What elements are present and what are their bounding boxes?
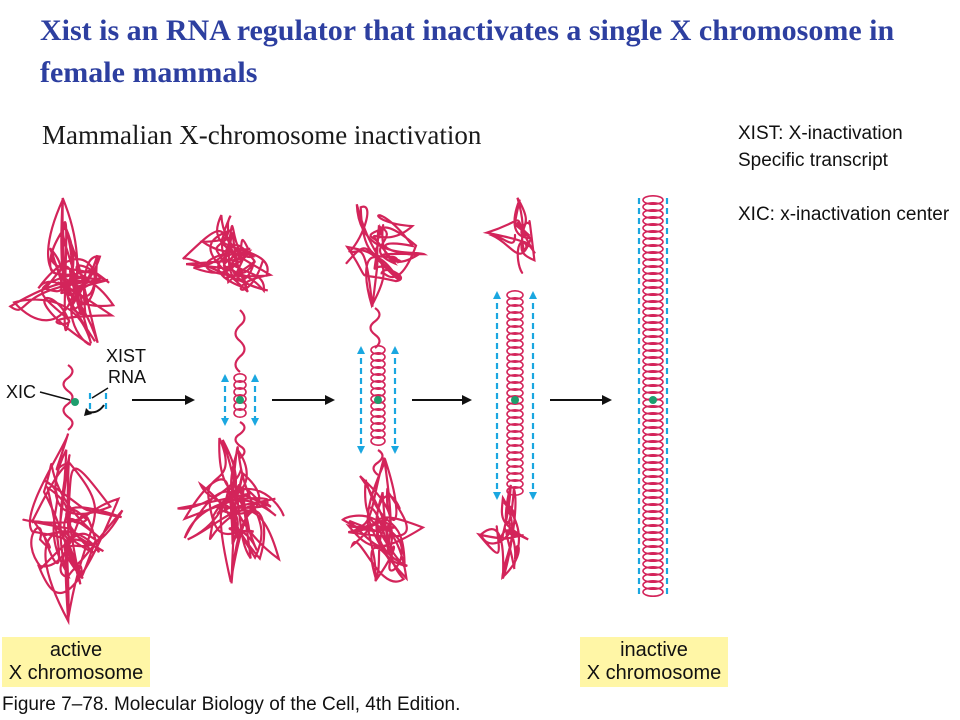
xist-rna-arrowhead [251,374,259,382]
xist-rna-arrowhead [391,346,399,354]
chromatin-coil [642,195,664,597]
chromatin-coil [233,373,247,418]
xic-dot [236,396,244,404]
xic-pointer [39,391,71,401]
xic-dot [649,396,657,404]
chromatin-coil [506,290,524,496]
xist-rna-arrowhead [493,291,501,299]
xic-label: XIC [6,382,36,402]
chromatin-tangle [341,457,426,583]
chromatin-coil [370,345,386,446]
xic-dot [511,396,519,404]
progression-arrowhead [462,395,472,405]
xist-rna-arrowhead [221,418,229,426]
xist-pointer [91,387,109,399]
chromatin-tangle [482,197,536,274]
progression-arrowhead [185,395,195,405]
x-inactivation-diagram: XIC XIST RNA [6,195,669,626]
xic-dot [71,398,79,406]
xist-rna-arrowhead [391,446,399,454]
chromatin-strand [369,307,381,349]
xist-rna-arrowhead [357,446,365,454]
xist-rna-label-1: XIST [106,346,146,366]
xist-rna-label-2: RNA [108,367,146,387]
chromatin-strand [234,421,246,459]
xic-definition: XIC: x-inactivation center [738,204,950,225]
xist-rna-coating [88,198,669,598]
xist-rna-arrowhead [529,291,537,299]
chromatin-tangle [22,433,124,626]
chromatin-tangle [344,204,429,309]
chromatin-tangle [177,437,285,584]
condensed-coils [233,195,664,597]
slide-subtitle: Mammalian X-chromosome inactivation [42,120,482,150]
xist-rna-arrowhead [529,492,537,500]
progression-arrowhead [602,395,612,405]
xist-rna-arrowhead [221,374,229,382]
xist-rna-arrowhead [251,418,259,426]
transcription-arrowhead [84,408,92,416]
figure-caption: Figure 7–78. Molecular Biology of the Ce… [2,694,461,715]
chromatin-tangle [475,484,529,581]
xist-rna-arrowhead [493,492,501,500]
chromatin-tangle [181,214,274,294]
chromatin-strand [372,449,384,476]
active-x-label: active X chromosome [2,637,150,687]
definitions-panel: XIST: X-inactivation Specific transcript… [738,120,960,255]
progression-arrowhead [325,395,335,405]
xic-centers [71,396,657,406]
chromatin-strand [234,309,246,373]
xist-rna-arrowhead [357,346,365,354]
inactive-x-label: inactive X chromosome [580,637,728,687]
chromatin-tangles [8,197,536,626]
progression-arrows [132,395,612,405]
slide-title: Xist is an RNA regulator that inactivate… [40,14,895,89]
chromatin-tangle [8,197,116,347]
xist-definition: XIST: X-inactivation Specific transcript [738,123,903,171]
chromatin-strand [62,364,74,431]
xic-dot [374,396,382,404]
